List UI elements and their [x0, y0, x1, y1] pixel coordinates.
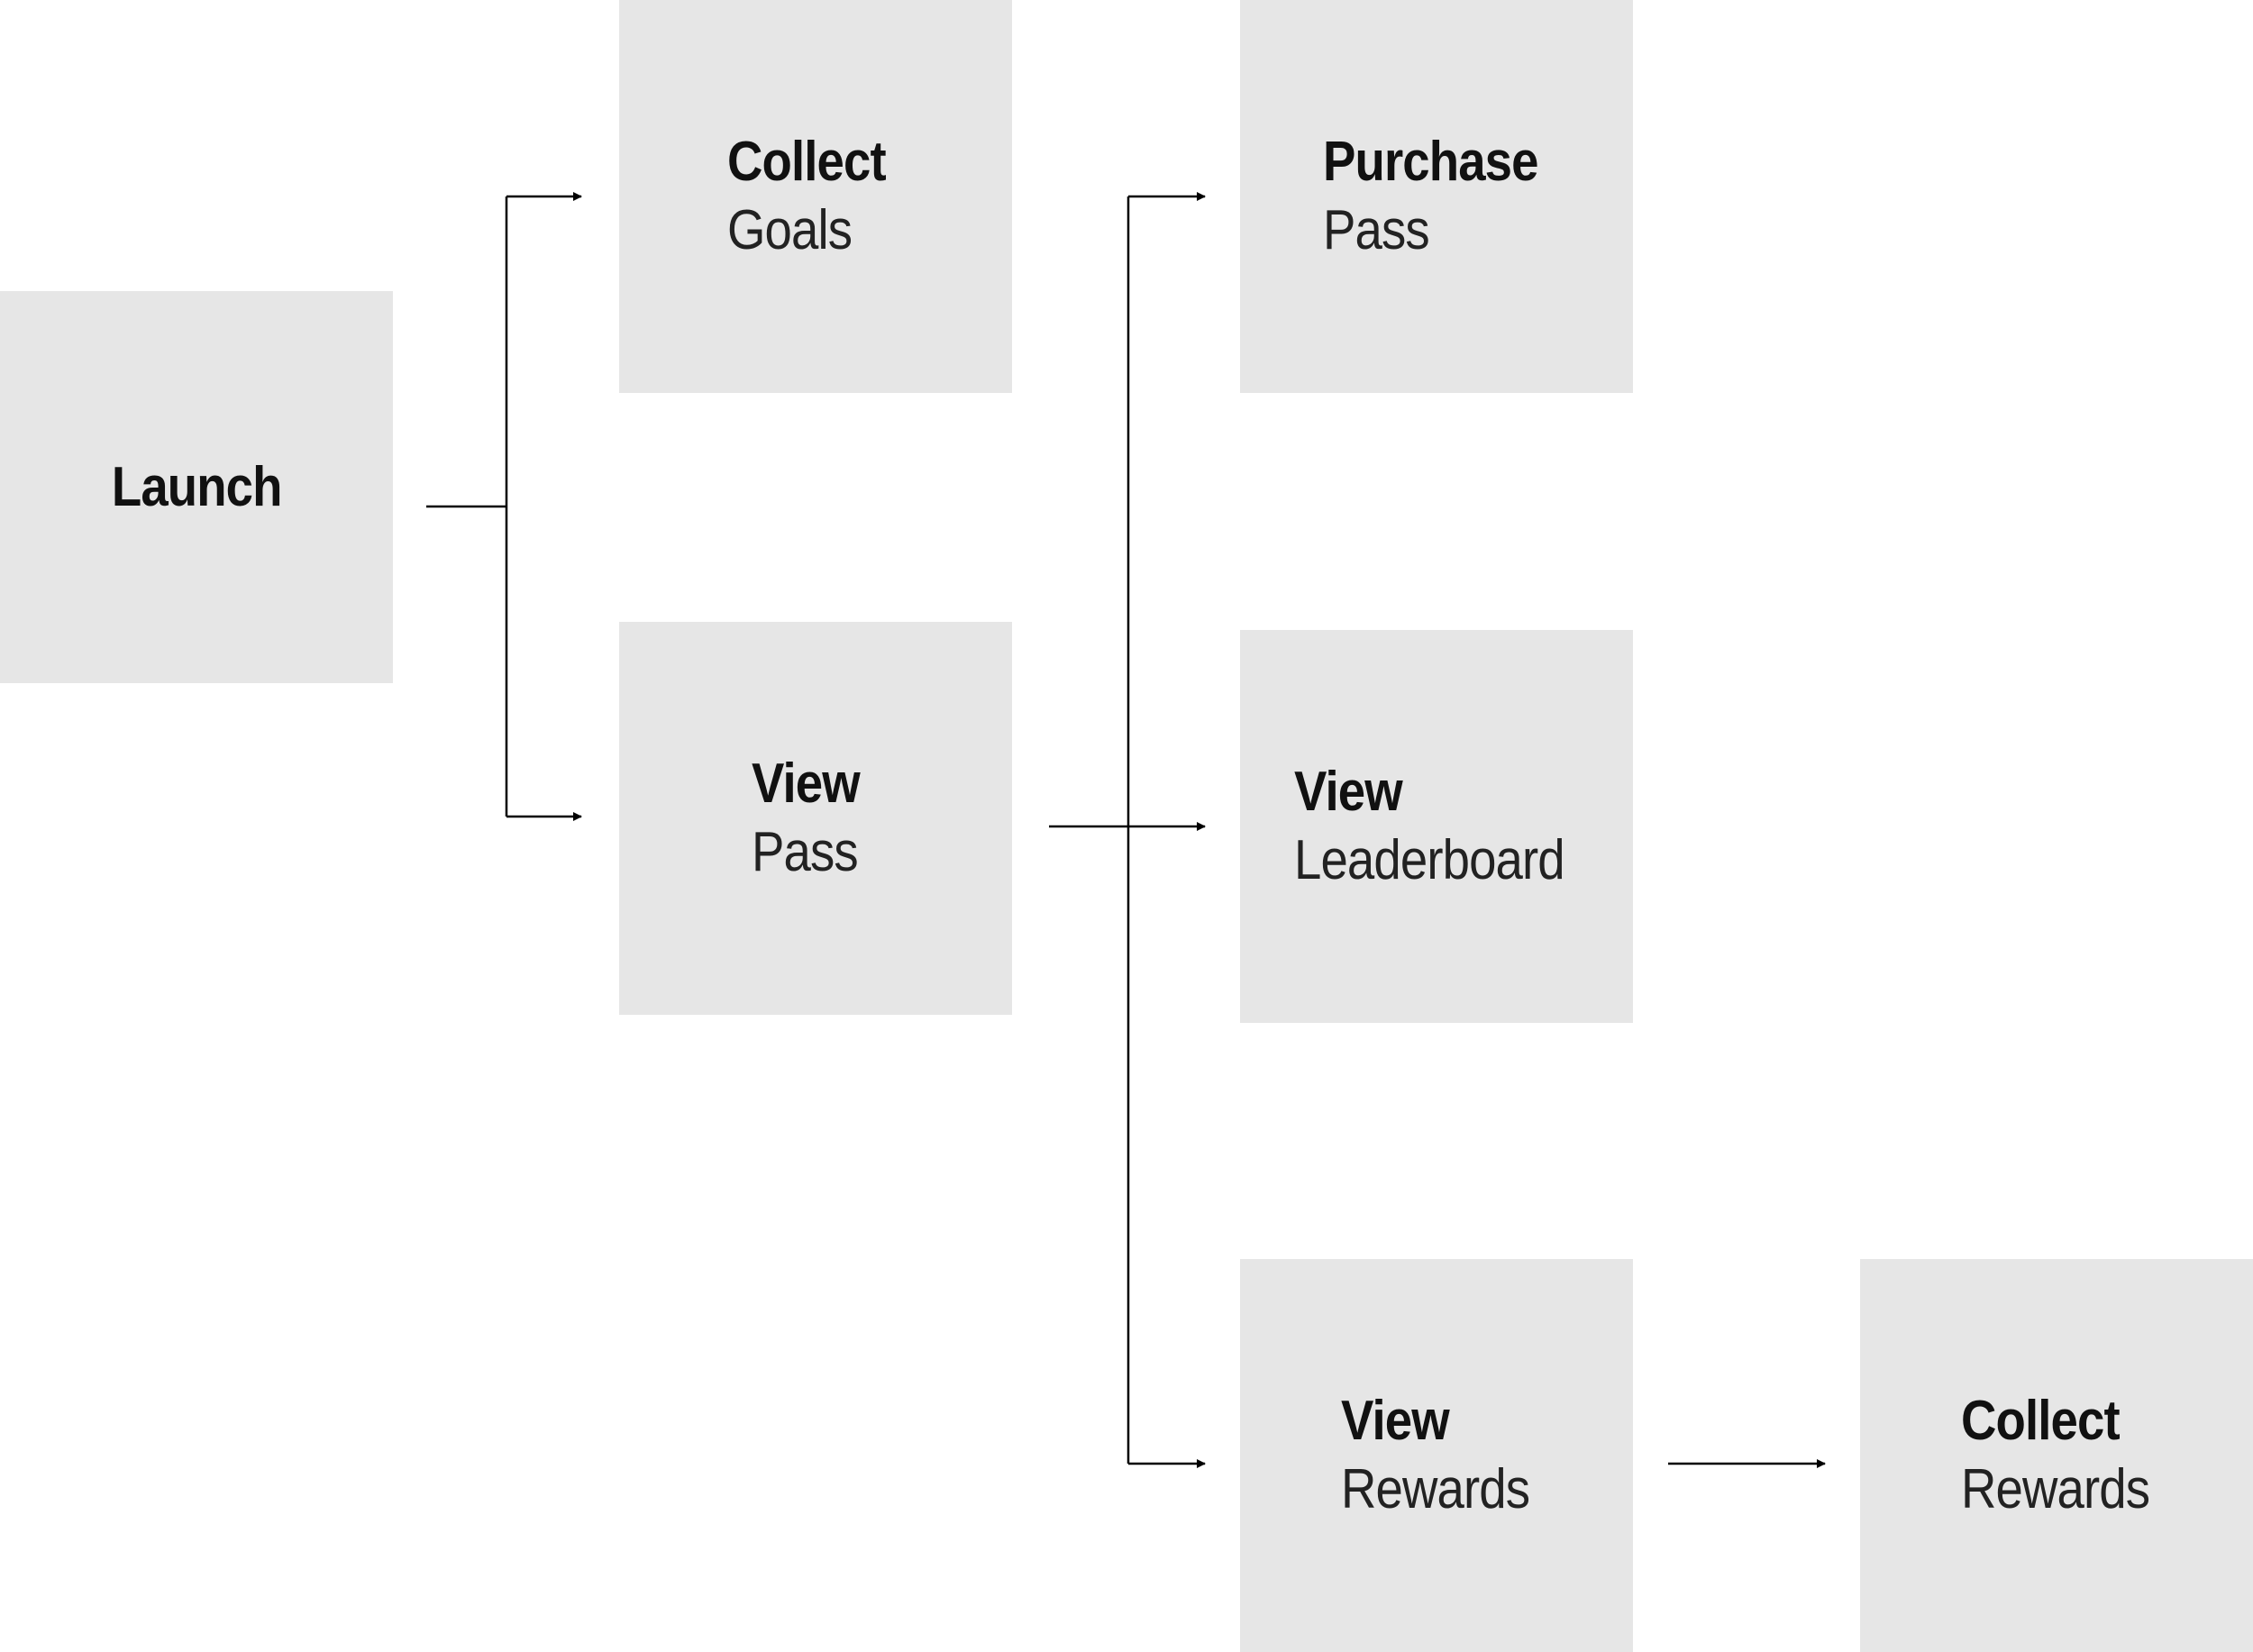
node-purchase-pass: Purchase Pass	[1240, 0, 1633, 393]
node-view-rewards: View Rewards	[1240, 1259, 1633, 1652]
node-view-leaderboard-title: View	[1294, 761, 1403, 823]
node-collect-rewards: Collect Rewards	[1860, 1259, 2253, 1652]
node-collect-goals-subtitle: Goals	[727, 199, 853, 261]
node-collect-goals: Collect Goals	[619, 0, 1012, 393]
node-view-leaderboard: View Leaderboard	[1240, 630, 1633, 1023]
node-collect-goals-title: Collect	[727, 131, 887, 193]
node-collect-rewards-title: Collect	[1961, 1390, 2121, 1452]
node-view-rewards-subtitle: Rewards	[1341, 1458, 1530, 1520]
node-view-pass: View Pass	[619, 622, 1012, 1015]
node-launch-title: Launch	[111, 455, 283, 518]
node-view-rewards-title: View	[1341, 1390, 1450, 1452]
node-purchase-pass-subtitle: Pass	[1323, 199, 1430, 261]
node-view-pass-title: View	[752, 753, 861, 815]
node-view-pass-subtitle: Pass	[752, 821, 859, 883]
node-collect-rewards-subtitle: Rewards	[1961, 1458, 2150, 1520]
node-purchase-pass-title: Purchase	[1323, 131, 1538, 193]
node-launch: Launch	[0, 291, 393, 683]
node-view-leaderboard-subtitle: Leaderboard	[1294, 829, 1565, 891]
